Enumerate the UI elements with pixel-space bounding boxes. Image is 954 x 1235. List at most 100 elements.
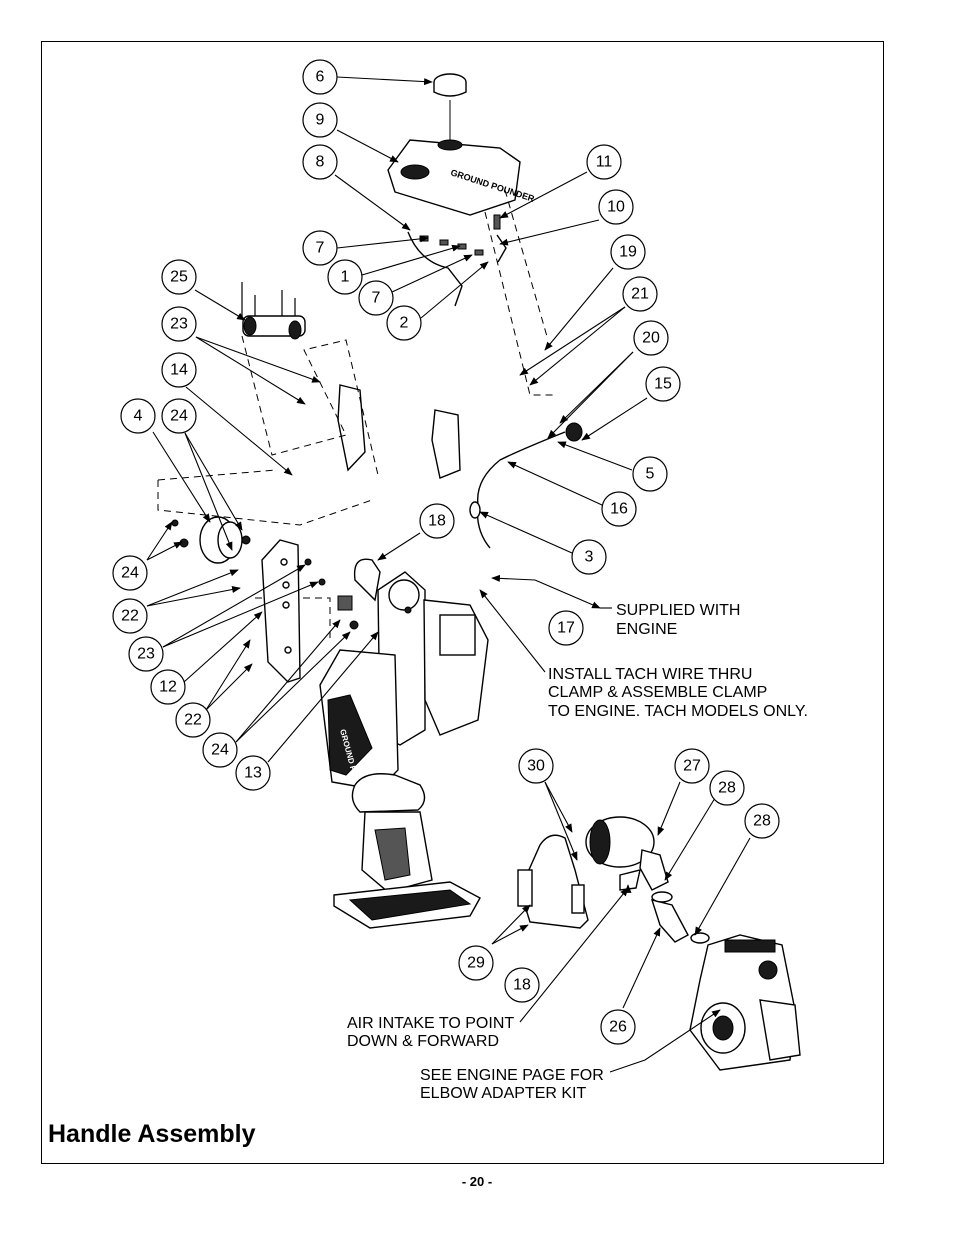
svg-text:11: 11 xyxy=(596,154,613,171)
svg-text:10: 10 xyxy=(607,199,625,216)
callout-28a: 28 xyxy=(709,770,745,806)
callout-30: 30 xyxy=(518,748,554,784)
svg-text:29: 29 xyxy=(467,955,485,972)
callout-13: 13 xyxy=(235,755,271,791)
callout-26: 26 xyxy=(600,1009,636,1045)
fuel-tank: GROUND POUNDER xyxy=(387,139,536,216)
svg-text:28: 28 xyxy=(718,780,736,797)
air-intake-assembly xyxy=(517,816,669,929)
svg-text:1: 1 xyxy=(341,269,350,286)
callout-27: 27 xyxy=(674,748,710,784)
svg-text:6: 6 xyxy=(316,69,325,86)
callout-3: 3 xyxy=(571,539,607,575)
svg-text:8: 8 xyxy=(316,154,325,171)
svg-text:3: 3 xyxy=(585,549,594,566)
svg-text:30: 30 xyxy=(527,758,545,775)
callout-6: 6 xyxy=(302,59,338,95)
callout-16: 16 xyxy=(601,491,637,527)
svg-text:SUPPLIED WITH: SUPPLIED WITH xyxy=(616,602,740,619)
svg-text:2: 2 xyxy=(400,315,409,332)
svg-text:DOWN & FORWARD: DOWN & FORWARD xyxy=(347,1033,499,1050)
svg-text:17: 17 xyxy=(557,620,575,637)
assembly-guide-lines xyxy=(157,189,555,640)
svg-text:4: 4 xyxy=(134,408,143,425)
callout-15: 15 xyxy=(645,366,681,402)
svg-text:28: 28 xyxy=(753,813,771,830)
svg-text:INSTALL TACH WIRE THRU: INSTALL TACH WIRE THRU xyxy=(548,666,752,683)
callout-23b: 23 xyxy=(128,636,164,672)
svg-text:24: 24 xyxy=(121,565,139,582)
svg-text:20: 20 xyxy=(642,330,660,347)
engine xyxy=(689,934,801,1071)
svg-text:25: 25 xyxy=(170,269,188,286)
callout-25: 25 xyxy=(161,259,197,295)
svg-text:CLAMP & ASSEMBLE CLAMP: CLAMP & ASSEMBLE CLAMP xyxy=(548,684,767,701)
svg-text:23: 23 xyxy=(170,316,188,333)
page-title: Handle Assembly xyxy=(48,1120,256,1148)
callout-29: 29 xyxy=(458,945,494,981)
handle-clamp xyxy=(241,282,306,340)
svg-text:23: 23 xyxy=(137,646,155,663)
throttle-cable xyxy=(469,422,583,549)
diagram-frame xyxy=(41,41,884,1164)
leader-lines xyxy=(146,76,751,1073)
callout-28b: 28 xyxy=(744,803,780,839)
svg-text:22: 22 xyxy=(184,712,202,729)
callout-7a: 7 xyxy=(302,230,338,266)
svg-text:14: 14 xyxy=(170,362,188,379)
callout-23a: 23 xyxy=(161,306,197,342)
svg-text:ELBOW ADAPTER KIT: ELBOW ADAPTER KIT xyxy=(420,1085,586,1102)
callout-18a: 18 xyxy=(419,503,455,539)
callout-2: 2 xyxy=(386,305,422,341)
callout-22a: 22 xyxy=(112,598,148,634)
svg-text:21: 21 xyxy=(631,286,649,303)
svg-text:18: 18 xyxy=(513,977,531,994)
svg-text:24: 24 xyxy=(170,408,188,425)
callout-11: 11 xyxy=(586,144,622,180)
callout-1: 1 xyxy=(327,259,363,295)
callout-10: 10 xyxy=(598,189,634,225)
callout-4: 4 xyxy=(120,398,156,434)
callout-24c: 24 xyxy=(202,732,238,768)
callout-12: 12 xyxy=(150,669,186,705)
svg-text:26: 26 xyxy=(609,1019,627,1036)
svg-text:AIR INTAKE TO POINT: AIR INTAKE TO POINT xyxy=(347,1015,514,1032)
svg-text:SEE ENGINE PAGE FOR: SEE ENGINE PAGE FOR xyxy=(420,1067,604,1084)
svg-text:12: 12 xyxy=(159,679,177,696)
callout-5: 5 xyxy=(632,456,668,492)
callout-8: 8 xyxy=(302,144,338,180)
svg-text:16: 16 xyxy=(610,501,628,518)
handle-frame xyxy=(315,337,572,505)
svg-text:24: 24 xyxy=(211,742,229,759)
svg-text:27: 27 xyxy=(683,758,701,775)
callout-17: 17 xyxy=(548,610,584,646)
callout-20: 20 xyxy=(633,320,669,356)
svg-text:18: 18 xyxy=(428,513,446,530)
svg-text:TO ENGINE. TACH MODELS ONLY.: TO ENGINE. TACH MODELS ONLY. xyxy=(548,703,808,720)
svg-text:19: 19 xyxy=(619,244,637,261)
note-air-intake: AIR INTAKE TO POINT DOWN & FORWARD xyxy=(347,1015,514,1050)
svg-text:7: 7 xyxy=(316,240,325,257)
callout-24b: 24 xyxy=(112,555,148,591)
callout-9: 9 xyxy=(302,102,338,138)
callout-19: 19 xyxy=(610,234,646,270)
svg-text:22: 22 xyxy=(121,608,139,625)
fuel-line xyxy=(407,214,507,307)
callout-14: 14 xyxy=(161,352,197,388)
svg-text:15: 15 xyxy=(654,376,672,393)
callout-22b: 22 xyxy=(175,702,211,738)
note-supplied-with-engine: SUPPLIED WITH ENGINE xyxy=(616,602,740,638)
svg-text:7: 7 xyxy=(372,290,381,307)
callout-24a: 24 xyxy=(161,398,197,434)
svg-text:5: 5 xyxy=(646,466,655,483)
rammer-body: GROUND POUNDER xyxy=(319,558,489,929)
fuel-cap xyxy=(433,73,467,140)
svg-text:13: 13 xyxy=(244,765,262,782)
svg-text:ENGINE: ENGINE xyxy=(616,621,677,638)
page-number: - 20 - xyxy=(461,1174,493,1189)
callout-18b: 18 xyxy=(504,967,540,1003)
svg-text:9: 9 xyxy=(316,112,325,129)
note-tach-wire: INSTALL TACH WIRE THRU CLAMP & ASSEMBLE … xyxy=(548,666,808,720)
callout-21: 21 xyxy=(622,276,658,312)
